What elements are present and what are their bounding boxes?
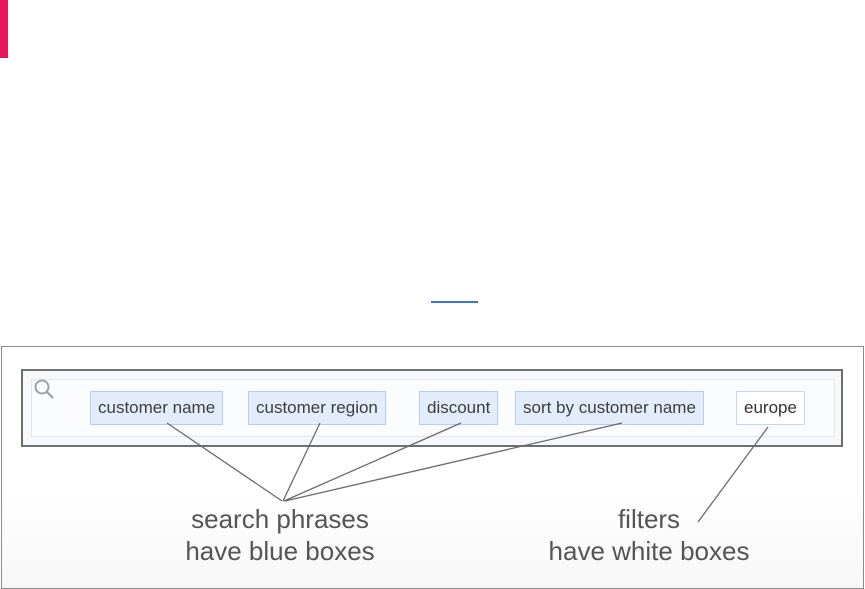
search-chip-sort-by-customer-name[interactable]: sort by customer name [515,391,704,425]
filter-chip-europe[interactable]: europe [736,391,805,425]
callout-line [284,422,623,502]
callout-line [166,422,283,502]
search-chip-discount[interactable]: discount [419,391,499,425]
search-chip-customer-name[interactable]: customer name [90,391,224,425]
callout-line [282,422,321,502]
search-bar-figure: customer name customer region discount s… [1,346,864,589]
callout-line [283,422,462,502]
search-phrases-caption: search phrases have blue boxes [120,503,440,567]
accent-bar [0,0,8,58]
caption-line: have white boxes [548,536,750,566]
caption-line: have blue boxes [185,536,375,566]
search-chip-customer-region[interactable]: customer region [248,391,386,425]
callout-lines [166,422,769,523]
caption-line: filters [617,504,681,534]
search-bar[interactable] [21,369,843,447]
caption-line: search phrases [191,504,369,534]
link-underline[interactable] [431,301,478,303]
filters-caption: filters have white boxes [504,503,794,567]
search-icon [34,379,54,399]
callout-line [697,426,769,523]
